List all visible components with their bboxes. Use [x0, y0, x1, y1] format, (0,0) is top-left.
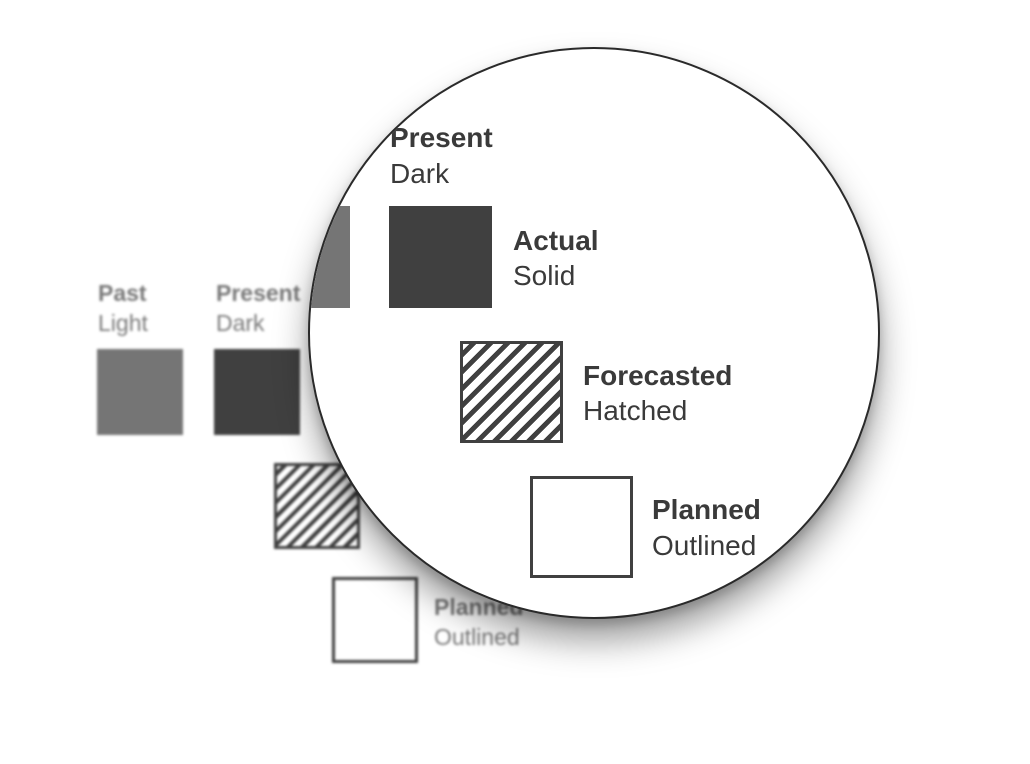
planned-subtitle: Outlined	[434, 624, 520, 650]
past-swatch	[97, 349, 183, 435]
present-title: Present	[216, 280, 301, 306]
actual-title: Actual	[513, 225, 599, 256]
forecasted-swatch	[274, 463, 360, 549]
past-title: Past	[98, 280, 147, 306]
planned-swatch	[332, 577, 418, 663]
forecasted-subtitle: Hatched	[583, 395, 688, 426]
planned-title-zoomed: Planned	[652, 494, 761, 525]
past-swatch-zoomed	[310, 206, 350, 308]
past-subtitle: Light	[98, 310, 148, 336]
planned-subtitle-zoomed: Outlined	[652, 530, 757, 561]
present-subtitle-zoomed: Dark	[390, 158, 450, 189]
forecasted-swatch-zoomed	[460, 341, 563, 443]
present-subtitle: Dark	[216, 310, 265, 336]
magnifier-lens: Present Dark Actual Solid Forecasted Hat…	[308, 47, 880, 619]
present-title-zoomed: Present	[390, 122, 493, 153]
actual-subtitle: Solid	[513, 260, 576, 291]
planned-swatch-zoomed	[530, 476, 633, 578]
present-swatch	[214, 349, 300, 435]
forecasted-title: Forecasted	[583, 360, 733, 391]
actual-swatch	[389, 206, 492, 308]
